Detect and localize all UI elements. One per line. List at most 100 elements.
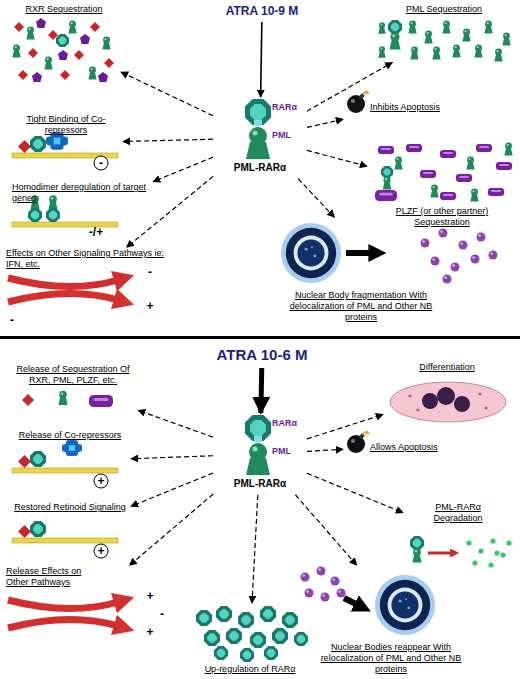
- plzf-scatter: [488, 188, 504, 196]
- degradation-scene: [494, 550, 499, 555]
- rara-cluster: [260, 606, 276, 622]
- plzf-scatter: [420, 170, 436, 178]
- differentiated-cell: [390, 382, 506, 422]
- rara-cluster: [264, 646, 278, 660]
- panel-divider: [0, 336, 520, 339]
- effect-label: Up-regulation of RARα: [190, 664, 310, 675]
- sign-minus: -: [160, 608, 164, 620]
- rxr-scatter: [26, 27, 34, 40]
- degradation-scene: [410, 536, 424, 550]
- nuclear-body-fragmentation: [471, 255, 480, 264]
- signaling-arrows: [8, 278, 118, 287]
- dna-retinoid-signaling: [18, 525, 31, 538]
- effect-label: Homodimer deregulation of target genes: [12, 182, 166, 204]
- plzf-scatter: [383, 176, 392, 189]
- rxr-scatter: [56, 34, 69, 47]
- rara-cluster: [196, 606, 308, 662]
- signaling-arrows: [8, 278, 118, 302]
- pml-highlight: [253, 447, 258, 452]
- rara-dbd: [254, 120, 262, 126]
- dna-corepressor-bound: [12, 132, 118, 170]
- nuclear-body-fragmentation: [439, 229, 448, 238]
- dna-retinoid-signaling: [12, 521, 118, 558]
- rxr-scatter: [60, 70, 70, 80]
- effect-label: Allows Apoptosis: [370, 442, 460, 453]
- pathway-arrows: [8, 619, 118, 628]
- effect-label: Differentiation: [384, 362, 510, 373]
- pml-scatter: [378, 46, 385, 57]
- rxr-scatter: [12, 45, 20, 58]
- plzf-scatter: [440, 192, 456, 200]
- effect-arrow: [307, 473, 403, 512]
- effect-item: Up-regulation of RARα: [190, 604, 310, 678]
- nuclear-body-reformation: [301, 573, 310, 582]
- plzf-scatter: [496, 162, 512, 170]
- domain-label: PML: [272, 130, 306, 141]
- rara-cluster: [240, 648, 254, 662]
- differentiated-cell: [422, 393, 438, 409]
- nuclear-body-fragmentation: [443, 275, 452, 284]
- nuclear-body-fragmentation: [346, 250, 372, 256]
- homodimer-on-dna: [46, 208, 60, 222]
- plzf-scatter: [456, 174, 472, 182]
- pathway-arrows: [8, 600, 118, 628]
- dna-corepressor-released: [18, 455, 31, 468]
- effect-label: Effects on Other Signaling Pathways ie: …: [6, 248, 170, 270]
- plzf-scatter: [476, 144, 492, 152]
- rara-head-core: [250, 420, 266, 436]
- nuclear-body-fragmentation: [451, 263, 460, 272]
- rara-cluster: [204, 630, 220, 646]
- released-partners: [89, 395, 113, 407]
- dna-corepressor-bound: [94, 156, 108, 170]
- rxr-scatter: [88, 67, 96, 80]
- dna-retinoid-signaling: [30, 521, 46, 537]
- effect-label: Release of Sequestration Of RXR, PML, PL…: [14, 364, 132, 386]
- effect-label: PLZF (or other partner) Sequestration: [368, 206, 516, 228]
- fusion-protein-name: PML-RARα: [214, 478, 306, 490]
- plzf-scatter: [378, 146, 394, 154]
- plzf-scatter: [470, 189, 478, 202]
- released-partners: [22, 391, 113, 407]
- nuclear-body-reformation: [301, 567, 436, 636]
- effect-item: Allows Apoptosis: [344, 426, 460, 466]
- rara-cluster: [238, 612, 254, 628]
- domain-label: RARα: [272, 418, 306, 429]
- plzf-scatter: [466, 157, 474, 170]
- nuclear-body-reformation: [321, 593, 330, 602]
- rxr-scatter: [74, 50, 84, 60]
- rxr-scatter: [36, 18, 46, 28]
- nuclear-body-reformation: [331, 577, 340, 586]
- released-partners: [58, 391, 67, 405]
- degradation-scene: [490, 538, 495, 543]
- effect-label: Nuclear Bodies reappear With relocalizat…: [316, 642, 466, 674]
- pml-scatter: [442, 21, 450, 34]
- sign-plus: +: [97, 475, 104, 487]
- rxr-scatter: [90, 22, 100, 32]
- dna-corepressor-released: [94, 474, 108, 488]
- dna-corepressor-released: [62, 440, 82, 456]
- nuclear-body-reformation: [375, 575, 435, 635]
- rara-cluster: [214, 646, 228, 660]
- rxr-scatter: [104, 58, 114, 68]
- rara-head: [245, 415, 271, 441]
- pml-body: [246, 458, 270, 475]
- pml-scatter: [378, 22, 385, 33]
- effect-item: Release of Co-repressors: [10, 430, 130, 492]
- effect-arrow: [307, 119, 343, 127]
- pathway-arrows: [8, 600, 118, 609]
- effect-arrow: [121, 72, 213, 116]
- degradation-scene: [478, 548, 483, 553]
- plzf-scatter: [430, 185, 438, 198]
- pml-scatter: [378, 20, 510, 61]
- dna-corepressor-released: [12, 440, 118, 488]
- pml-scatter: [474, 45, 482, 58]
- effect-label: Release Effects on Other Pathways: [6, 566, 101, 588]
- effect-item: Restored Retinoid Signaling: [10, 502, 130, 560]
- sign-minus: -: [99, 157, 103, 169]
- degradation-scene: [410, 536, 512, 568]
- dna-corepressor-bound: [30, 136, 46, 152]
- rara-cluster: [196, 610, 212, 626]
- effect-label: PML Sequestration: [372, 4, 516, 15]
- effect-arrow: [131, 473, 213, 506]
